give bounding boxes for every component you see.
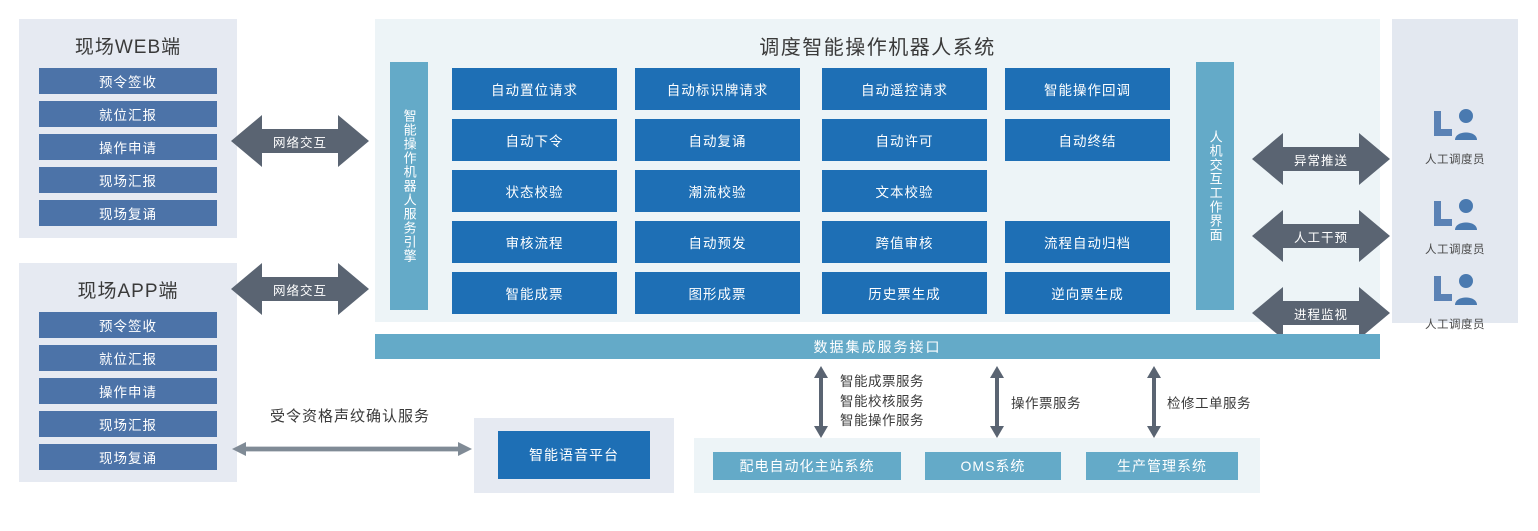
horizontal-double-arrow-icon — [232, 442, 472, 456]
app-client-button-4[interactable]: 现场复诵 — [39, 444, 217, 470]
engine-vertical-bar: 智能操作机器人服务引擎 — [390, 62, 428, 310]
grid-cell-4-2[interactable]: 历史票生成 — [822, 272, 987, 314]
right-arrow-monitor-label: 进程监视 — [1293, 307, 1348, 322]
network-arrow-web: 网络交互 — [231, 112, 369, 170]
grid-cell-3-3[interactable]: 流程自动归档 — [1005, 221, 1170, 263]
web-client-button-2[interactable]: 操作申请 — [39, 134, 217, 160]
grid-cell-3-0[interactable]: 审核流程 — [452, 221, 617, 263]
grid-cell-1-3[interactable]: 自动终结 — [1005, 119, 1170, 161]
operators-panel: 人工调度员 人工调度员 人工调度员 — [1392, 19, 1518, 331]
network-arrow-app-label: 网络交互 — [272, 283, 327, 298]
service-label-operation: 操作票服务 — [1011, 396, 1081, 411]
app-client-panel: 现场APP端 预令签收 就位汇报 操作申请 现场汇报 现场复诵 — [19, 263, 237, 482]
web-client-button-3[interactable]: 现场汇报 — [39, 167, 217, 193]
system-box-0[interactable]: 配电自动化主站系统 — [713, 452, 901, 480]
operator-item-2[interactable]: 人工调度员 — [1392, 272, 1518, 332]
vertical-double-arrow-icon — [1147, 366, 1161, 438]
right-arrow-exception-label: 异常推送 — [1293, 153, 1348, 168]
grid-cell-0-3[interactable]: 智能操作回调 — [1005, 68, 1170, 110]
app-client-button-2[interactable]: 操作申请 — [39, 378, 217, 404]
service-label-maintenance: 检修工单服务 — [1167, 396, 1251, 411]
voice-platform-box[interactable]: 智能语音平台 — [498, 431, 650, 479]
right-arrow-exception: 异常推送 — [1252, 130, 1390, 188]
web-client-button-4[interactable]: 现场复诵 — [39, 200, 217, 226]
system-box-1[interactable]: OMS系统 — [925, 452, 1061, 480]
grid-cell-2-2[interactable]: 文本校验 — [822, 170, 987, 212]
vertical-arrow-maintenance-order — [1146, 366, 1162, 443]
double-arrow-icon — [231, 115, 369, 167]
operator-item-1[interactable]: 人工调度员 — [1392, 197, 1518, 257]
app-client-button-3[interactable]: 现场汇报 — [39, 411, 217, 437]
system-box-2[interactable]: 生产管理系统 — [1086, 452, 1238, 480]
operator-workstation-icon — [1434, 199, 1477, 230]
web-client-title: 现场WEB端 — [74, 37, 182, 58]
operator-workstation-icon — [1434, 109, 1477, 140]
grid-cell-0-0[interactable]: 自动置位请求 — [452, 68, 617, 110]
vertical-arrow-operation-ticket — [989, 366, 1005, 443]
grid-cell-0-2[interactable]: 自动遥控请求 — [822, 68, 987, 110]
data-integration-bar: 数据集成服务接口 — [375, 334, 1380, 359]
operator-label-2: 人工调度员 — [1425, 319, 1485, 331]
web-client-button-1[interactable]: 就位汇报 — [39, 101, 217, 127]
web-client-panel: 现场WEB端 预令签收 就位汇报 操作申请 现场汇报 现场复诵 — [19, 19, 237, 238]
double-arrow-icon — [231, 263, 369, 315]
network-arrow-web-label: 网络交互 — [272, 135, 327, 150]
vertical-double-arrow-icon — [814, 366, 828, 438]
grid-cell-2-0[interactable]: 状态校验 — [452, 170, 617, 212]
web-client-button-0[interactable]: 预令签收 — [39, 68, 217, 94]
service-label-ticket: 智能成票服务 智能校核服务 智能操作服务 — [840, 374, 924, 429]
voice-confirm-arrow — [232, 440, 472, 463]
voice-arrow-label: 受令资格声纹确认服务 — [270, 408, 431, 425]
operator-label-1: 人工调度员 — [1425, 244, 1485, 256]
double-arrow-icon — [1252, 133, 1390, 185]
grid-cell-4-1[interactable]: 图形成票 — [635, 272, 800, 314]
operator-item-0[interactable]: 人工调度员 — [1392, 107, 1518, 167]
grid-cell-2-1[interactable]: 潮流校验 — [635, 170, 800, 212]
app-client-button-1[interactable]: 就位汇报 — [39, 345, 217, 371]
hmi-vertical-bar: 人机交互工作界面 — [1196, 62, 1234, 310]
grid-cell-1-2[interactable]: 自动许可 — [822, 119, 987, 161]
grid-cell-3-1[interactable]: 自动预发 — [635, 221, 800, 263]
grid-cell-0-1[interactable]: 自动标识牌请求 — [635, 68, 800, 110]
right-arrow-manual-label: 人工干预 — [1293, 230, 1348, 245]
double-arrow-icon — [1252, 287, 1390, 339]
grid-cell-1-0[interactable]: 自动下令 — [452, 119, 617, 161]
app-client-title: 现场APP端 — [77, 281, 179, 302]
right-arrow-manual: 人工干预 — [1252, 207, 1390, 265]
network-arrow-app: 网络交互 — [231, 260, 369, 318]
grid-cell-4-3[interactable]: 逆向票生成 — [1005, 272, 1170, 314]
grid-cell-1-1[interactable]: 自动复诵 — [635, 119, 800, 161]
center-system-title: 调度智能操作机器人系统 — [759, 37, 996, 59]
operator-workstation-icon — [1434, 274, 1477, 305]
grid-cell-4-0[interactable]: 智能成票 — [452, 272, 617, 314]
double-arrow-icon — [1252, 210, 1390, 262]
vertical-arrow-ticket-services — [813, 366, 829, 443]
right-arrow-monitor: 进程监视 — [1252, 284, 1390, 342]
grid-cell-3-2[interactable]: 跨值审核 — [822, 221, 987, 263]
vertical-double-arrow-icon — [990, 366, 1004, 438]
operator-label-0: 人工调度员 — [1425, 154, 1485, 166]
app-client-button-0[interactable]: 预令签收 — [39, 312, 217, 338]
